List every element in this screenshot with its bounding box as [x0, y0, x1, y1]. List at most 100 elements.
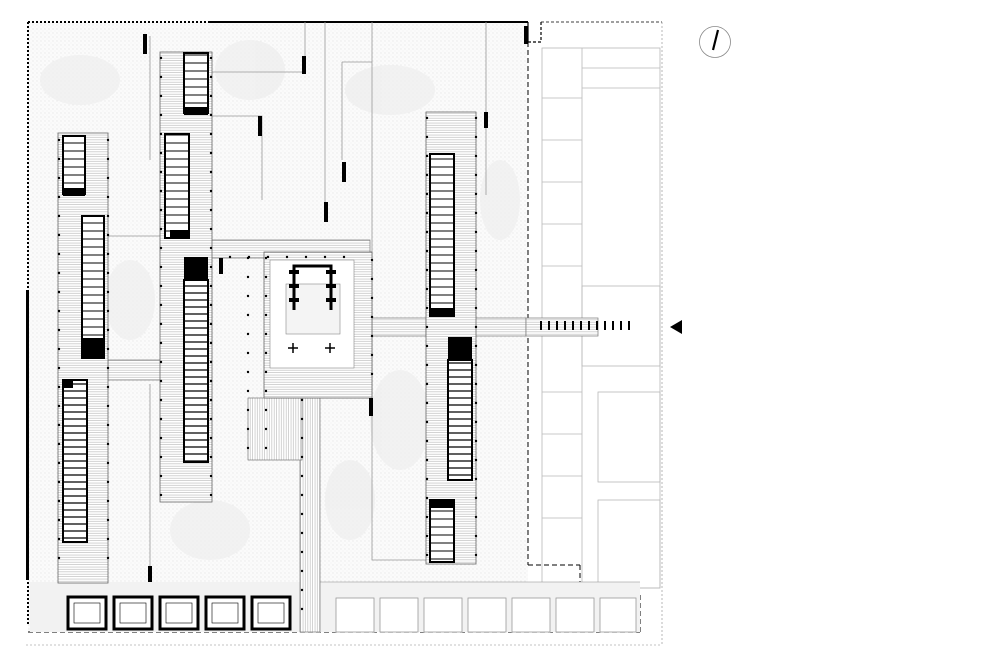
column-dot — [246, 389, 250, 393]
column-dot — [106, 271, 110, 275]
column-dot — [106, 252, 110, 256]
column-dot — [370, 334, 374, 338]
pavilion-columns — [289, 270, 336, 302]
column-dot — [57, 347, 61, 351]
column-dot — [300, 474, 304, 478]
column-dot — [57, 290, 61, 294]
column-dot — [425, 382, 429, 386]
column-dot — [474, 211, 478, 215]
column-dot — [264, 389, 268, 393]
column-dot — [474, 287, 478, 291]
column-dot — [370, 277, 374, 281]
entrance-post — [580, 321, 582, 330]
entrance-post — [612, 321, 614, 330]
column-dot — [159, 75, 163, 79]
column-dot — [300, 512, 304, 516]
column-dot — [57, 556, 61, 560]
column-dot — [300, 436, 304, 440]
column-dot — [246, 427, 250, 431]
column-dot — [425, 553, 429, 557]
column-dot — [425, 192, 429, 196]
column-dot — [264, 351, 268, 355]
block-a — [57, 132, 109, 584]
column-dot — [209, 379, 213, 383]
column-dot — [106, 328, 110, 332]
column-dot — [246, 294, 250, 298]
column-dot — [300, 607, 304, 611]
column-dot — [247, 255, 251, 259]
column-dot — [159, 132, 163, 136]
column-dot — [264, 256, 268, 260]
column-dot — [246, 313, 250, 317]
column-dot — [159, 246, 163, 250]
entrance-post — [572, 321, 574, 330]
column-dot — [425, 515, 429, 519]
column-dot — [209, 322, 213, 326]
west-wall — [26, 290, 29, 580]
column-dot — [106, 366, 110, 370]
column-dot — [106, 195, 110, 199]
column-dot — [159, 455, 163, 459]
column-dot — [159, 341, 163, 345]
column-dot — [474, 496, 478, 500]
column-dot — [209, 398, 213, 402]
column-dot — [57, 404, 61, 408]
column-dot — [228, 255, 232, 259]
column-dot — [370, 315, 374, 319]
column-dot — [106, 537, 110, 541]
column-dot — [159, 398, 163, 402]
column-dot — [57, 423, 61, 427]
column-grid — [57, 56, 630, 611]
column-dot — [425, 344, 429, 348]
column-dot — [425, 230, 429, 234]
column-dot — [266, 255, 270, 259]
block-b — [159, 51, 213, 503]
column-dot — [159, 417, 163, 421]
column-dot — [474, 192, 478, 196]
column-dot — [474, 458, 478, 462]
column-dot — [425, 268, 429, 272]
column-dot — [246, 351, 250, 355]
column-dot — [209, 284, 213, 288]
column-dot — [285, 255, 289, 259]
column-dot — [209, 474, 213, 478]
column-dot — [425, 211, 429, 215]
column-dot — [209, 75, 213, 79]
wall-markers — [143, 26, 528, 582]
column-dot — [57, 537, 61, 541]
column-dot — [474, 325, 478, 329]
column-dot — [57, 138, 61, 142]
entrance-post — [596, 321, 598, 330]
column-dot — [300, 531, 304, 535]
column-dot — [57, 518, 61, 522]
column-dot — [57, 214, 61, 218]
entrance-post — [540, 321, 542, 330]
column-dot — [264, 313, 268, 317]
entrance-post — [588, 321, 590, 330]
column-dot — [264, 275, 268, 279]
column-dot — [474, 135, 478, 139]
column-dot — [106, 290, 110, 294]
column-dot — [159, 303, 163, 307]
south-bays-solid — [66, 595, 292, 631]
column-dot — [300, 550, 304, 554]
column-dot — [370, 353, 374, 357]
column-dot — [106, 556, 110, 560]
block-c — [425, 111, 477, 565]
column-dot — [425, 173, 429, 177]
column-dot — [209, 94, 213, 98]
column-dot — [246, 332, 250, 336]
column-dot — [246, 408, 250, 412]
column-dot — [57, 480, 61, 484]
column-dot — [159, 284, 163, 288]
column-dot — [474, 420, 478, 424]
column-dot — [300, 588, 304, 592]
column-dot — [264, 408, 268, 412]
column-dot — [57, 271, 61, 275]
column-dot — [370, 258, 374, 262]
column-dot — [474, 154, 478, 158]
column-dot — [474, 116, 478, 120]
column-dot — [159, 474, 163, 478]
column-dot — [264, 446, 268, 450]
column-dot — [300, 417, 304, 421]
